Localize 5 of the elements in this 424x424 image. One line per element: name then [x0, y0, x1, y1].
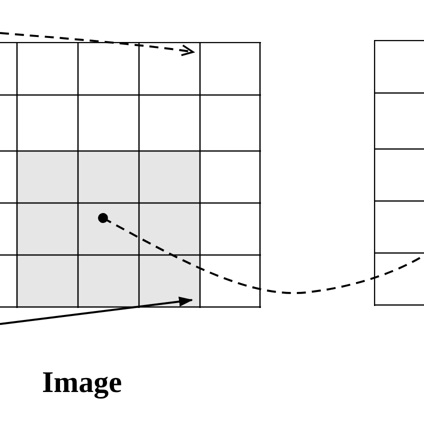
pixel-grid — [0, 42, 261, 308]
arrow — [0, 32, 194, 56]
image-caption: Image — [42, 366, 122, 400]
arrow — [0, 296, 193, 325]
pixel-column — [374, 40, 424, 306]
